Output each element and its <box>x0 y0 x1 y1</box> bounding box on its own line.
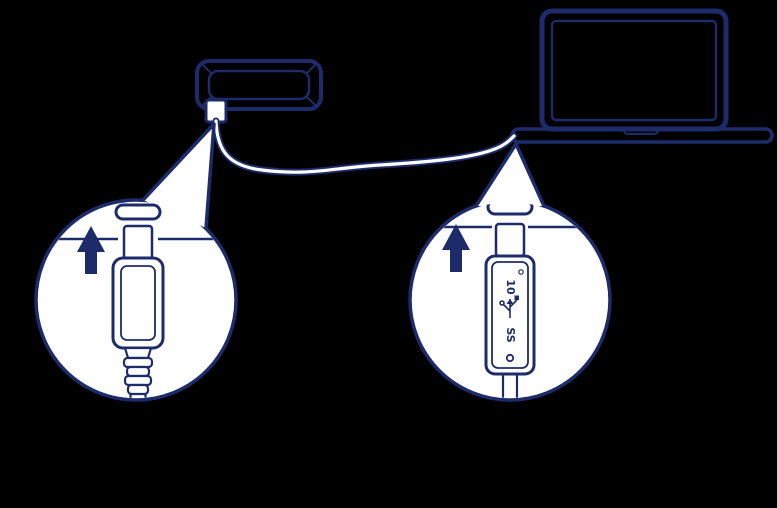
connector-tip <box>122 224 154 262</box>
usb-c-port <box>486 202 534 216</box>
speed-label: 10 <box>504 279 517 295</box>
laptop-icon <box>510 8 774 144</box>
usb-speed-marking: 10 SS <box>499 279 519 343</box>
insert-arrow-icon <box>442 224 470 272</box>
connector-body-inner <box>491 261 529 369</box>
usb-c-port <box>114 203 162 221</box>
connector-body-inner <box>120 265 156 341</box>
connector-screw-dot <box>505 353 515 363</box>
laptop-port-callout: 10 SS <box>408 142 612 402</box>
drive-body-inner <box>207 69 311 101</box>
strain-relief-rib <box>125 365 151 378</box>
laptop-screen-inner <box>550 19 718 122</box>
connector-neck <box>123 346 153 360</box>
callout-tail <box>141 122 216 229</box>
ss-label: SS <box>504 327 517 342</box>
connector-tip <box>494 222 526 258</box>
usb-trident-icon <box>499 295 519 318</box>
laptop-latch-notch <box>622 128 660 135</box>
drive-body-outer <box>195 59 323 111</box>
callout-tail <box>474 142 546 207</box>
cable-core <box>214 119 516 174</box>
laptop-port-scene: 10 SS <box>412 202 608 398</box>
strain-relief-rib <box>123 374 153 387</box>
cable-stub <box>501 374 519 398</box>
registered-mark-dot <box>518 269 524 275</box>
cable-stub <box>129 394 147 398</box>
drive-port-scene <box>38 203 234 398</box>
insert-arrow-icon <box>77 226 105 274</box>
usb-cable <box>212 117 518 176</box>
strain-relief-rib <box>126 383 150 396</box>
strain-relief-rib <box>122 356 154 369</box>
drive-port-callout <box>34 122 238 402</box>
drive-icon <box>195 59 323 124</box>
usb-c-connector <box>111 224 165 398</box>
drive-bumper-seams <box>202 64 316 106</box>
